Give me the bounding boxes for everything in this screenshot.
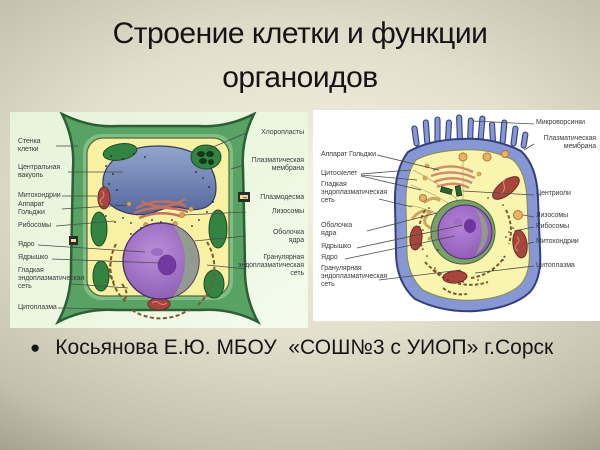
label-cell-wall: Стенка клетки bbox=[18, 138, 41, 153]
nucleus-shape bbox=[437, 204, 493, 260]
animal-cell-panel: Аппарат Гольджи Цитоскелет Гладкая эндоп… bbox=[313, 110, 600, 321]
label-nucleus: Ядро bbox=[18, 241, 35, 248]
label-golgi-apparatus: Аппарат Гольджи bbox=[18, 201, 45, 216]
label-centrioles: Центриоли bbox=[536, 190, 571, 197]
label-lines bbox=[37, 132, 248, 310]
chloroplast-grana bbox=[197, 151, 214, 165]
golgi-shape bbox=[430, 165, 476, 190]
plant-cell-panel: Стенка клетки Центральная вакуоль Митохо… bbox=[10, 112, 308, 328]
label-granular-er: Гранулярная эндоплазматическая сеть bbox=[321, 265, 388, 288]
label-mitochondria: Митохондрии bbox=[536, 238, 579, 245]
footer-credit: ● Косьянова Е.Ю. МБОУ «СОШ№3 с УИОП» г.С… bbox=[30, 336, 590, 360]
label-nuclear-envelope: Оболочка ядра bbox=[321, 222, 353, 237]
page-title: Строение клетки и функции органоидов bbox=[0, 12, 600, 100]
mitochondria-shapes bbox=[97, 186, 171, 311]
label-granular-er: Гранулярная эндоплазматическая сеть bbox=[237, 254, 304, 277]
mitochondria-cristae bbox=[99, 190, 168, 305]
title-line-1: Строение клетки и функции bbox=[112, 17, 488, 50]
label-nucleus: Ядро bbox=[321, 254, 338, 261]
centrioles-shape bbox=[439, 185, 463, 197]
nucleolus-shape bbox=[157, 254, 177, 276]
label-golgi-apparatus: Аппарат Гольджи bbox=[321, 151, 376, 158]
label-ribosomes: Рибосомы bbox=[536, 223, 569, 230]
label-plasma-membrane: Плазматическая мембрана bbox=[543, 135, 596, 150]
animal-cell-drawing bbox=[344, 114, 542, 313]
label-central-vacuole: Центральная вакуоль bbox=[18, 164, 61, 179]
label-plasma-membrane: Плазматическая мембрана bbox=[251, 157, 304, 172]
label-smooth-er: Гладкая эндоплазматическая сеть bbox=[18, 267, 85, 290]
label-cytoplasm: Цитоплазма bbox=[18, 304, 57, 311]
central-vacuole-shape bbox=[102, 145, 217, 216]
label-chloroplasts: Хлоропласты bbox=[261, 129, 304, 136]
nucleus-shading bbox=[173, 225, 199, 297]
label-mitochondria: Митохондрии bbox=[18, 192, 61, 199]
plant-cell-drawing bbox=[37, 112, 262, 325]
chromatin bbox=[151, 248, 163, 256]
label-cytoskeleton: Цитоскелет bbox=[321, 170, 358, 177]
label-lysosomes: Лизосомы bbox=[536, 212, 569, 219]
label-nuclear-envelope: Оболочка ядра bbox=[272, 229, 304, 244]
footer-text: Косьянова Е.Ю. МБОУ «СОШ№3 с УИОП» г.Сор… bbox=[55, 336, 554, 359]
label-microvilli: Микроворсинки bbox=[536, 119, 585, 126]
nucleolus-shape bbox=[464, 219, 476, 233]
title-line-2: органоидов bbox=[222, 61, 378, 94]
label-nucleolus: Ядрышко bbox=[321, 243, 352, 250]
label-cytoplasm: Цитоплазма bbox=[536, 262, 575, 269]
ribosome-dots bbox=[422, 197, 514, 283]
nucleus-shading bbox=[475, 209, 488, 255]
label-ribosomes: Рибосомы bbox=[18, 222, 51, 229]
label-nucleolus: Ядрышко bbox=[18, 254, 49, 261]
lysosomes-shape bbox=[419, 150, 523, 220]
chromatin bbox=[453, 218, 463, 226]
label-lines bbox=[344, 120, 535, 281]
label-smooth-er: Гладкая эндоплазматическая сеть bbox=[321, 181, 388, 204]
bullet-icon: ● bbox=[30, 338, 41, 357]
label-plasmodesma: Плазмодесма bbox=[260, 194, 304, 201]
mitochondria-cristae bbox=[500, 177, 520, 252]
label-lysosomes: Лизосомы bbox=[271, 208, 304, 215]
ribosome-dots bbox=[105, 153, 214, 235]
